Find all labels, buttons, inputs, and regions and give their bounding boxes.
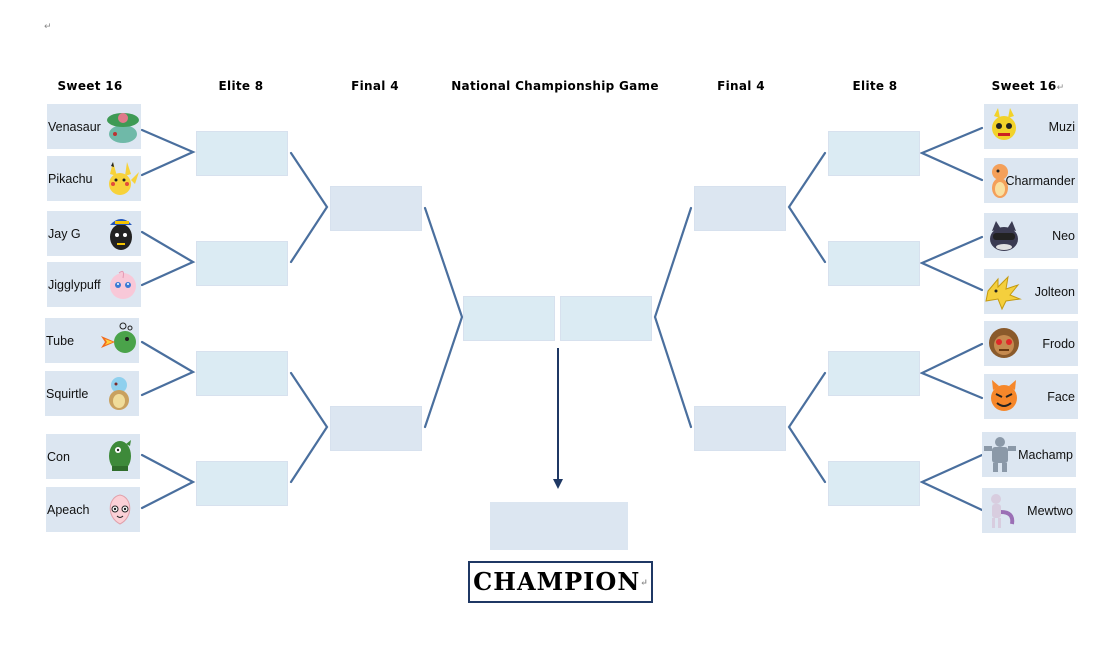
slot-right-final4-2[interactable] (694, 406, 786, 451)
header-national-championship: National Championship Game (451, 79, 659, 93)
slot-right-final4-1[interactable] (694, 186, 786, 231)
charmander-icon (992, 164, 1008, 198)
slot-right-elite8-2[interactable] (828, 241, 920, 286)
seed-name: Squirtle (46, 386, 89, 401)
seed-name: Venasaur (48, 119, 101, 134)
seed-right-1: Muzi (984, 104, 1078, 149)
seed-left-3: Jay G (47, 211, 141, 256)
seed-left-4: Jigglypuff (47, 262, 141, 307)
seed-name: Jolteon (1034, 284, 1075, 299)
slot-right-elite8-3[interactable] (828, 351, 920, 396)
jay-g-icon (110, 219, 132, 250)
slot-right-elite8-1[interactable] (828, 131, 920, 176)
seed-name: Face (1047, 389, 1075, 404)
neo-icon (990, 221, 1018, 251)
seed-name: Jigglypuff (48, 277, 101, 292)
seed-name: Apeach (47, 502, 90, 517)
header-left-final4: Final 4 (351, 79, 399, 93)
seed-right-6: Face (984, 374, 1078, 419)
seed-right-8: Mewtwo (982, 488, 1076, 533)
slot-left-elite8-1[interactable] (196, 131, 288, 176)
venusaur-icon (107, 113, 139, 143)
champion-label: CHAMPION↵ (468, 561, 653, 603)
seed-right-2: Charmander (984, 158, 1078, 203)
muzi-icon (992, 108, 1016, 140)
jigglypuff-icon (110, 270, 136, 299)
seed-left-2: Pikachu (47, 156, 141, 201)
seed-right-3: Neo (984, 213, 1078, 258)
seed-name: Pikachu (48, 171, 93, 186)
pikachu-icon (109, 162, 139, 195)
squirtle-icon (109, 377, 129, 410)
header-left-elite8: Elite 8 (218, 79, 264, 93)
paragraph-mark: ↵ (44, 21, 52, 31)
machamp-icon (984, 437, 1016, 472)
header-left-sweet16: Sweet 16 (57, 79, 123, 93)
seed-name: Mewtwo (1027, 503, 1073, 518)
mewtwo-icon (991, 494, 1015, 528)
header-right-sweet16: Sweet 16↵ (991, 79, 1065, 93)
frodo-icon (989, 328, 1019, 358)
slot-left-final4-2[interactable] (330, 406, 422, 451)
seed-left-8: Apeach (46, 487, 140, 532)
header-right-final4: Final 4 (717, 79, 765, 93)
seed-name: Frodo (1042, 336, 1075, 351)
seed-name: Muzi (1048, 119, 1075, 134)
con-icon (109, 440, 131, 471)
seed-name: Charmander (1005, 173, 1075, 188)
slot-left-elite8-4[interactable] (196, 461, 288, 506)
slot-national-right[interactable] (560, 296, 652, 341)
face-icon (991, 380, 1017, 411)
seed-name: Neo (1052, 228, 1075, 243)
jolteon-icon (985, 275, 1022, 311)
seed-name: Machamp (1018, 447, 1073, 462)
slot-national-left[interactable] (463, 296, 555, 341)
slot-left-elite8-2[interactable] (196, 241, 288, 286)
seed-left-6: Squirtle (45, 371, 139, 416)
seed-right-7: Machamp (982, 432, 1076, 477)
seed-name: Jay G (48, 226, 81, 241)
seed-left-1: Venasaur (47, 104, 141, 149)
header-right-elite8: Elite 8 (852, 79, 898, 93)
champion-slot[interactable] (490, 502, 628, 550)
seed-left-5: Tube (45, 318, 139, 363)
slot-right-elite8-4[interactable] (828, 461, 920, 506)
seed-right-5: Frodo (984, 321, 1078, 366)
slot-left-elite8-3[interactable] (196, 351, 288, 396)
seed-name: Con (47, 449, 70, 464)
seed-left-7: Con (46, 434, 140, 479)
slot-left-final4-1[interactable] (330, 186, 422, 231)
seed-right-4: Jolteon (984, 269, 1078, 314)
tube-icon (101, 322, 136, 353)
apeach-icon (109, 494, 131, 525)
seed-name: Tube (46, 333, 75, 348)
